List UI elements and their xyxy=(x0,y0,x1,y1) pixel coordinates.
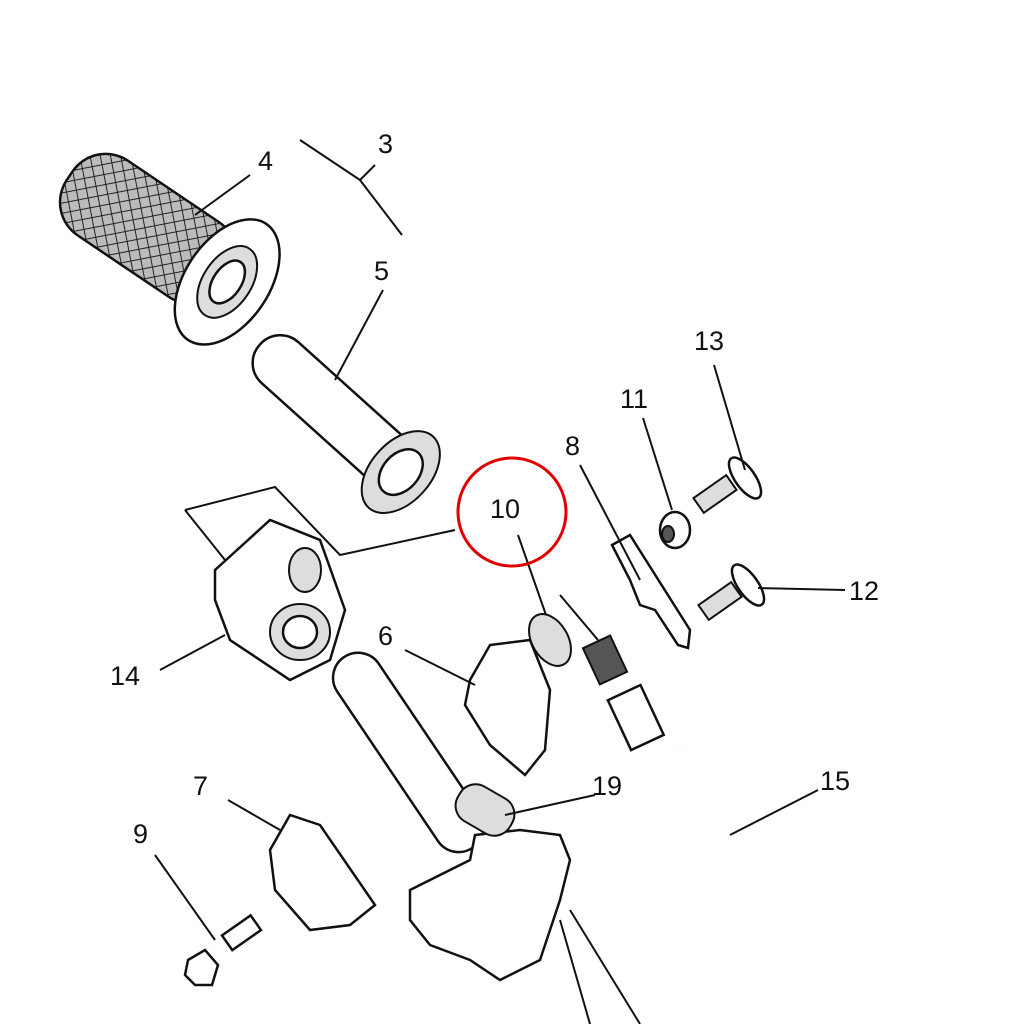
leader-line-6 xyxy=(404,649,476,686)
leader-line-7 xyxy=(227,799,281,831)
callout-8[interactable]: 8 xyxy=(565,431,580,461)
screw-shank xyxy=(692,473,738,515)
screw-shank xyxy=(697,580,743,622)
housing-pulley xyxy=(288,547,322,593)
leader-line-10 xyxy=(517,534,547,616)
screw-part-13 xyxy=(692,456,763,515)
leader-line-12 xyxy=(757,587,846,591)
callout-12[interactable]: 12 xyxy=(849,576,879,606)
cable-adjuster-part xyxy=(559,594,666,752)
housing-cover-part xyxy=(463,638,552,777)
grip-bore-inner xyxy=(208,259,247,305)
callout-14[interactable]: 14 xyxy=(110,661,140,691)
adjuster-nut xyxy=(581,634,629,686)
plate-part xyxy=(610,533,692,650)
callout-13[interactable]: 13 xyxy=(694,326,724,356)
bolt-shank xyxy=(220,913,263,952)
callout-15[interactable]: 15 xyxy=(820,766,850,796)
grip-part xyxy=(58,152,281,346)
screw-part-12 xyxy=(697,563,766,622)
spring-part xyxy=(528,613,572,667)
callout-19[interactable]: 19 xyxy=(592,771,622,801)
cable-inner-wire xyxy=(559,594,599,641)
clamp-part xyxy=(268,813,377,932)
leader-line-9 xyxy=(154,854,216,941)
throttle-tube-part xyxy=(251,333,441,514)
lower-tube-body xyxy=(331,651,485,854)
highlight-circle xyxy=(456,456,568,568)
group-bracket-line xyxy=(184,509,226,561)
housing-part xyxy=(213,518,347,682)
cable-outer-highlight xyxy=(678,749,740,1024)
leader-line-3-4-5 xyxy=(299,139,403,236)
callout-3[interactable]: 3 xyxy=(378,129,393,159)
leader-line-4 xyxy=(194,174,251,216)
callout-9[interactable]: 9 xyxy=(133,819,148,849)
callout-4[interactable]: 4 xyxy=(258,146,273,176)
leader-line-13 xyxy=(713,364,746,471)
bolt-head xyxy=(183,948,220,987)
leader-line-8 xyxy=(579,464,641,581)
callout-6[interactable]: 6 xyxy=(378,621,393,651)
leader-line-15 xyxy=(729,789,819,836)
collar-part-19 xyxy=(454,783,516,837)
group-bracket-line xyxy=(184,485,456,557)
lower-tube-part xyxy=(331,651,485,854)
callout-5[interactable]: 5 xyxy=(374,256,389,286)
perch-mount-lines xyxy=(559,909,641,1024)
leader-line-5 xyxy=(334,289,384,381)
callout-11[interactable]: 11 xyxy=(620,384,648,414)
throttle-tube-bore xyxy=(377,448,424,497)
callout-10[interactable]: 10 xyxy=(490,494,520,524)
housing-body xyxy=(213,518,347,682)
leader-lines xyxy=(154,139,846,941)
screw-head xyxy=(727,456,763,500)
collar-bore xyxy=(661,525,675,543)
screw-head xyxy=(730,563,766,607)
leader-line-19 xyxy=(504,794,596,816)
bolt-part xyxy=(183,913,263,987)
adjuster-body xyxy=(606,683,666,752)
leader-line-11 xyxy=(642,417,673,511)
leader-line-14 xyxy=(159,634,226,671)
lever-perch-part xyxy=(408,828,572,982)
housing-bore-inner xyxy=(281,614,319,650)
callout-7[interactable]: 7 xyxy=(193,771,208,801)
